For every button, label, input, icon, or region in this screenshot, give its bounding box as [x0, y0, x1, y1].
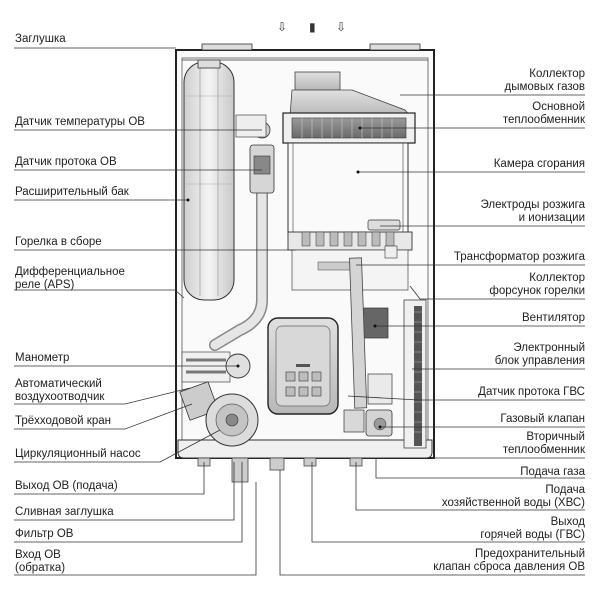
label-manometr: Манометр: [15, 352, 70, 364]
label-gorelka: Горелка в сборе: [15, 236, 102, 248]
manometer: [181, 351, 251, 383]
label-line-1: Коллектор: [529, 272, 585, 284]
label-blok-upravleniya: Электронный блок управления: [495, 342, 585, 368]
label-vhod-ov: Вход ОВ (обратка): [15, 549, 65, 575]
secondary-heat-exchanger: [343, 409, 365, 433]
label-datchik-temp-ov: Датчик температуры ОВ: [15, 116, 145, 128]
label-podacha-gaza: Подача газа: [520, 466, 585, 478]
label-line-1: Предохранительный: [475, 548, 585, 560]
display-box: [267, 317, 339, 415]
label-kollektor-forsunok: Коллектор форсунок горелки: [489, 272, 585, 298]
label-vozduhootvodchik: Автоматический воздухоотводчик: [15, 378, 104, 404]
label-slivnaya-zaglushka: Сливная заглушка: [15, 506, 114, 518]
label-diff-rele: Дифференциальное реле (APS): [15, 266, 125, 292]
label-line-1: Выход: [550, 516, 585, 528]
label-line-2: дымовых газов: [504, 81, 585, 93]
flue-collector: [289, 71, 411, 117]
label-line-1: Коллектор: [529, 68, 585, 80]
label-transformator: Трансформатор розжига: [453, 251, 585, 263]
label-line-2: блок управления: [494, 355, 585, 367]
heating-pipes: [209, 114, 275, 351]
label-zaglushka: Заглушка: [15, 33, 66, 45]
label-rasshiritelny-bak: Расширительный бак: [15, 186, 129, 198]
label-filtr-ov: Фильтр ОВ: [15, 528, 74, 540]
arrow-down-icon: ⇩: [336, 20, 347, 34]
label-line-1: Электронный: [513, 342, 585, 354]
label-ventilyator: Вентилятор: [522, 312, 585, 324]
label-line-1: Автоматический: [15, 378, 102, 390]
label-line-1: Основной: [532, 101, 585, 113]
label-line-2: форсунок горелки: [489, 285, 585, 297]
control-unit: [403, 299, 427, 449]
leader-lines-left: [14, 47, 296, 576]
label-line-2: воздухоотводчик: [15, 391, 105, 403]
label-vyhod-gvs: Выход горячей воды (ГВС): [480, 516, 585, 542]
gas-valve: [365, 409, 393, 437]
label-line-1: Вход ОВ: [15, 549, 61, 561]
label-kamera-sgoraniya: Камера сгорания: [493, 158, 585, 170]
label-vtorichny-teploobmennik: Вторичный теплообменник: [503, 431, 585, 457]
gas-pipe: [349, 257, 368, 409]
leader-lines-right: [279, 94, 585, 576]
label-line-1: Электроды розжига: [480, 199, 585, 211]
label-line-2: теплообменник: [502, 444, 585, 456]
label-cirk-nasos: Циркуляционный насос: [15, 448, 141, 460]
label-podacha-hvs: Подача хозяйственной воды (ХВС): [442, 484, 585, 510]
vent-marker-icon: ▮: [309, 20, 316, 34]
label-line-1: Вторичный: [526, 431, 585, 443]
arrow-down-icon: ⇩: [277, 20, 288, 34]
leader-dots: [186, 126, 382, 429]
label-osnovnoy-teploobmennik: Основной теплообменник: [503, 101, 585, 127]
label-line-2: теплообменник: [502, 114, 585, 126]
label-line-1: Подача: [545, 484, 585, 496]
expansion-tank: [183, 59, 235, 301]
circulation-pump: [205, 393, 259, 447]
label-predohranitelny-klapan: Предохранительный клапан сброса давления…: [433, 548, 585, 574]
label-datchik-protoka-gvs: Датчик протока ГВС: [478, 386, 585, 398]
dhw-flow-sensor: [367, 373, 393, 405]
label-line-2: и ионизации: [518, 212, 585, 224]
label-line-2: горячей воды (ГВС): [480, 529, 585, 541]
label-elektrody: Электроды розжига и ионизации: [480, 199, 585, 225]
label-line-2: клапан сброса давления ОВ: [433, 561, 585, 573]
label-line-2: (обратка): [15, 562, 66, 574]
fan: [361, 307, 389, 339]
label-vyhod-ov: Выход ОВ (подача): [15, 480, 118, 492]
label-line-1: Дифференциальное: [15, 266, 125, 278]
label-kollektor-gazov: Коллектор дымовых газов: [505, 68, 585, 94]
label-gazovy-klapan: Газовый клапан: [500, 413, 585, 425]
combustion-chamber: [287, 142, 409, 234]
label-datchik-protoka-ov: Датчик протока ОВ: [15, 156, 117, 168]
label-line-2: хозяйственной воды (ХВС): [441, 497, 585, 509]
label-trehhodovoy-kran: Трёхходовой кран: [15, 415, 111, 427]
label-line-2: реле (APS): [15, 279, 75, 291]
